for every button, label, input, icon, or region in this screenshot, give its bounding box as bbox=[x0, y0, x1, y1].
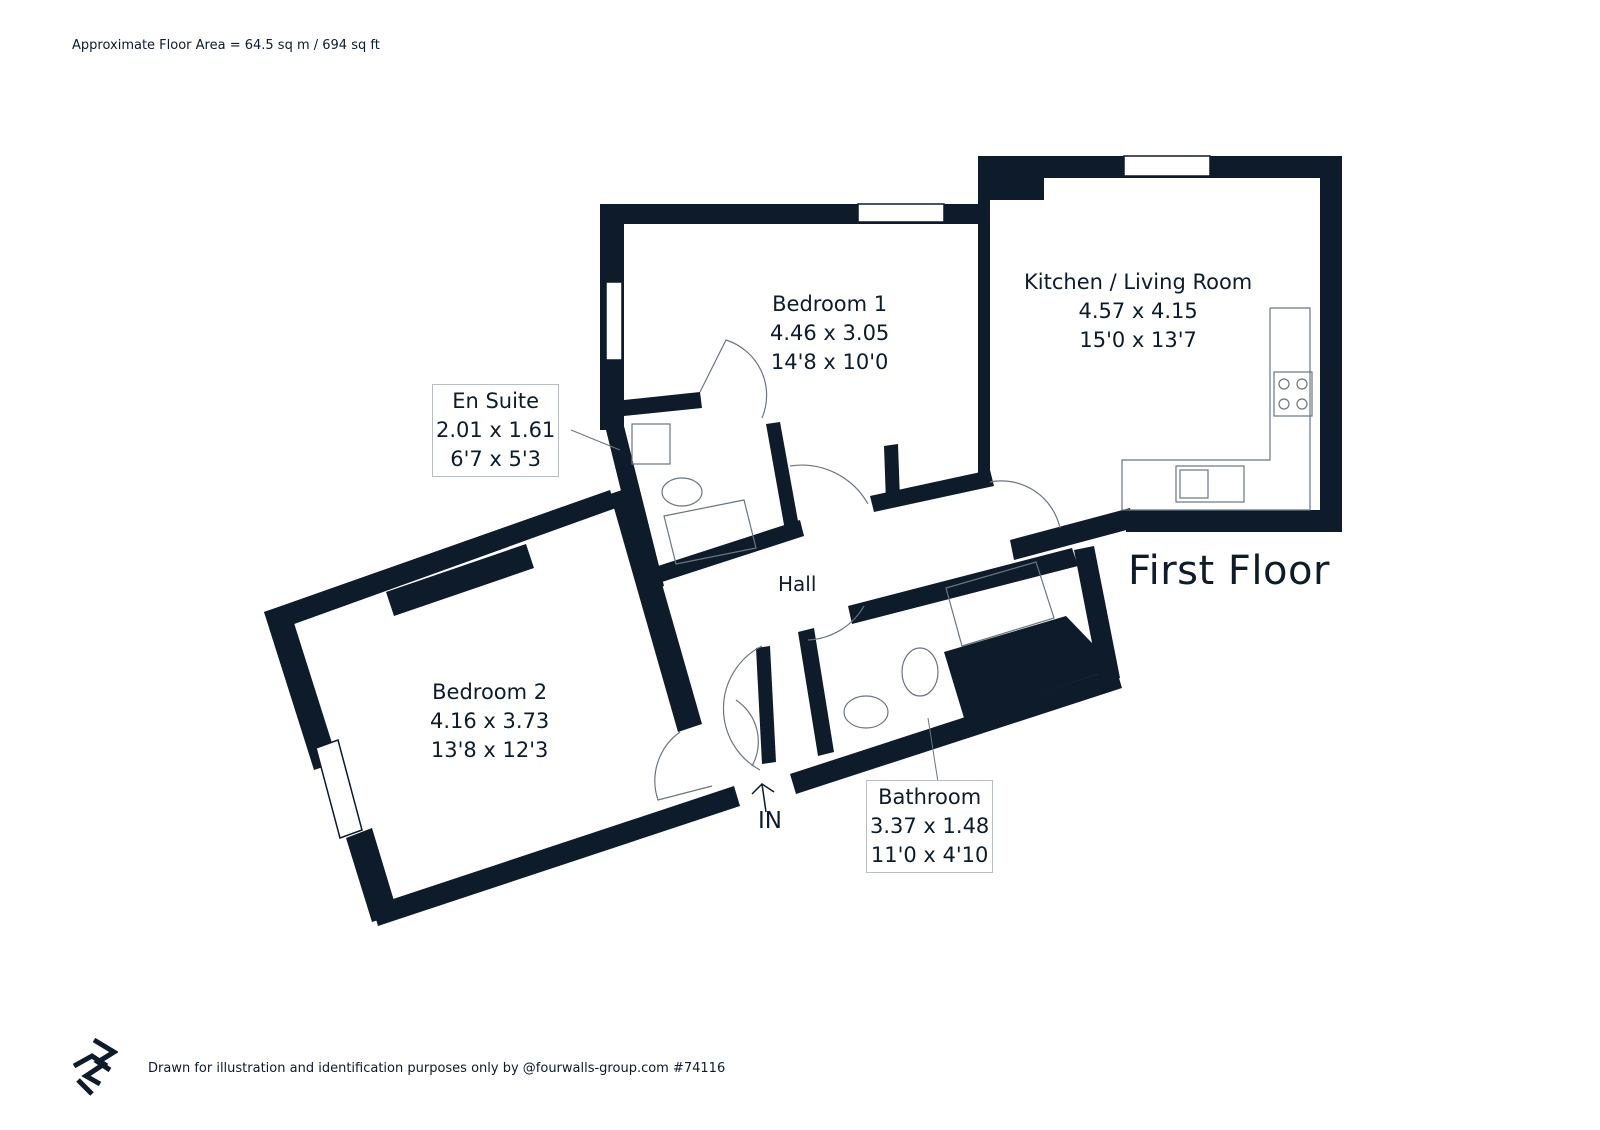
bedroom1-wall-corner bbox=[884, 444, 900, 502]
bathroom-wall-left bbox=[798, 628, 834, 756]
bathroom-metric: 3.37 x 1.48 bbox=[870, 814, 990, 838]
ensuite-basin-icon bbox=[631, 423, 671, 465]
bedroom1-metric: 4.46 x 3.05 bbox=[770, 321, 890, 345]
sink-icon bbox=[1175, 465, 1245, 503]
bedroom2-metric: 4.16 x 3.73 bbox=[430, 709, 550, 733]
bathroom-door bbox=[807, 605, 865, 641]
bathroom-label: Bathroom 3.37 x 1.48 11'0 x 4'10 bbox=[866, 780, 994, 873]
bedroom2-wall-top-thick bbox=[386, 544, 534, 616]
ensuite-wall-right bbox=[766, 422, 800, 536]
bathroom-leader bbox=[927, 717, 939, 783]
kitchen-metric: 4.57 x 4.15 bbox=[1078, 299, 1198, 323]
bedroom2-window bbox=[315, 739, 363, 839]
bedroom1-door bbox=[699, 339, 768, 419]
entry-door-left bbox=[722, 645, 763, 771]
ensuite-metric: 2.01 x 1.61 bbox=[436, 418, 556, 442]
hall-wall-right bbox=[1010, 508, 1134, 560]
kitchen-wall-left bbox=[978, 156, 990, 482]
bedroom2-imperial: 13'8 x 12'3 bbox=[430, 738, 549, 762]
bedroom2-wall-top bbox=[264, 490, 616, 632]
bathroom-wall-bottom bbox=[790, 668, 1122, 794]
ensuite-toilet-icon bbox=[661, 477, 703, 507]
kitchen-label: Kitchen / Living Room 4.57 x 4.15 15'0 x… bbox=[1024, 268, 1252, 355]
ensuite-wall-bottom bbox=[658, 520, 804, 582]
bedroom2-label: Bedroom 2 4.16 x 3.73 13'8 x 12'3 bbox=[430, 678, 549, 765]
bedroom2-wall-left-lower bbox=[346, 828, 398, 922]
kitchen-imperial: 15'0 x 13'7 bbox=[1079, 328, 1197, 352]
ensuite-shower-icon bbox=[663, 499, 757, 565]
entry-arrow-icon bbox=[751, 783, 775, 813]
bedroom2-wall-bottom bbox=[372, 786, 740, 926]
kitchen-counter bbox=[1121, 307, 1311, 511]
bathroom-name: Bathroom bbox=[878, 785, 982, 809]
bedroom1-window-left bbox=[605, 281, 623, 361]
ensuite-label: En Suite 2.01 x 1.61 6'7 x 5'3 bbox=[432, 384, 560, 477]
bedroom2-door bbox=[654, 731, 713, 801]
hall-label: Hall bbox=[778, 572, 817, 596]
ensuite-name: En Suite bbox=[452, 389, 540, 413]
bedroom2-wall-left bbox=[264, 604, 338, 770]
kitchen-door bbox=[989, 480, 1061, 529]
bedroom2-wall-right bbox=[610, 486, 702, 732]
hall-door-ensuite bbox=[789, 464, 869, 505]
ensuite-imperial: 6'7 x 5'3 bbox=[450, 447, 542, 471]
floor-area-text: Approximate Floor Area = 64.5 sq m / 694… bbox=[72, 38, 380, 53]
bedroom1-wall-bottom bbox=[870, 470, 994, 512]
fourwalls-logo-icon bbox=[72, 1037, 118, 1096]
ensuite-leader bbox=[570, 429, 621, 451]
floor-title: First Floor bbox=[1128, 548, 1330, 594]
bathroom-basin-icon bbox=[843, 695, 889, 729]
bathroom-shower-icon bbox=[945, 561, 1055, 647]
hob-icon bbox=[1273, 371, 1313, 417]
kitchen-wall-left-thick bbox=[978, 156, 1044, 200]
kitchen-wall-right bbox=[1320, 156, 1342, 532]
footer-disclaimer: Drawn for illustration and identificatio… bbox=[148, 1061, 726, 1076]
bedroom1-window bbox=[857, 203, 945, 223]
bathroom-imperial: 11'0 x 4'10 bbox=[870, 843, 989, 867]
bedroom1-label: Bedroom 1 4.46 x 3.05 14'8 x 10'0 bbox=[770, 290, 889, 377]
entry-door bbox=[735, 699, 759, 767]
bedroom1-name: Bedroom 1 bbox=[772, 292, 888, 316]
hall-wall-left bbox=[756, 646, 776, 764]
bedroom2-name: Bedroom 2 bbox=[432, 680, 548, 704]
bathroom-toilet-icon bbox=[901, 647, 939, 697]
kitchen-wall-bottom bbox=[1126, 510, 1342, 532]
entrance-label: IN bbox=[758, 808, 782, 834]
kitchen-name: Kitchen / Living Room bbox=[1024, 270, 1253, 294]
kitchen-window bbox=[1123, 155, 1211, 177]
bathroom-block bbox=[944, 616, 1116, 718]
bedroom1-imperial: 14'8 x 10'0 bbox=[770, 350, 889, 374]
bathroom-wall-right bbox=[1074, 546, 1120, 684]
ensuite-wall-top bbox=[624, 392, 702, 416]
